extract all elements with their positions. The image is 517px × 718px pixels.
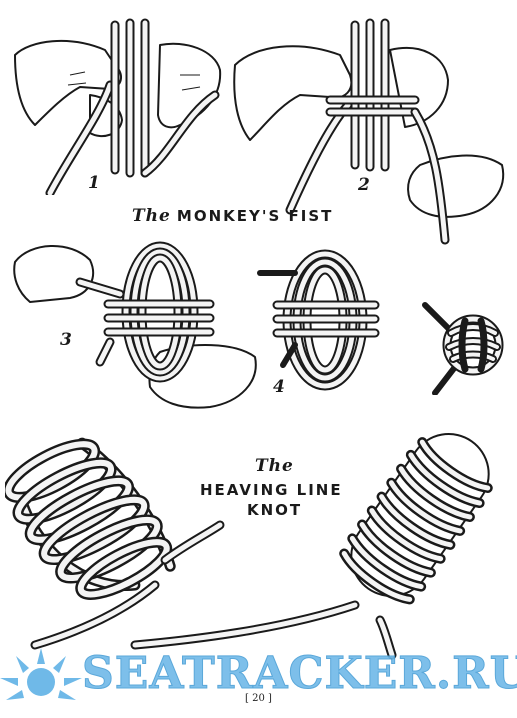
heaving-line-title-knot: KNOT	[247, 501, 303, 519]
step-number-3: 3	[60, 330, 72, 350]
finished-monkeys-fist-drawing	[422, 302, 504, 395]
heaving-line-finished-drawing	[130, 433, 493, 660]
heaving-line-title-prefix: The	[255, 456, 294, 476]
monkeys-fist-title-prefix: The	[132, 206, 171, 226]
figure-step-1-drawing	[14, 18, 222, 195]
monkeys-fist-title: The MONKEY'S FIST	[132, 206, 333, 226]
figure-step-2: 2	[230, 15, 510, 245]
figure-step-3-drawing	[13, 241, 257, 409]
watermark	[0, 642, 517, 702]
figure-finished-monkeys-fist	[415, 295, 510, 395]
watermark-text: SEATRACKER.RU	[81, 648, 517, 700]
figure-heaving-line-open	[5, 395, 235, 655]
figure-step-2-drawing	[233, 18, 505, 245]
heaving-line-title-main: HEAVING LINE	[200, 481, 343, 499]
figure-step-4: 4	[255, 245, 395, 405]
figure-step-4-drawing	[257, 249, 380, 391]
figure-step-3: 3	[10, 232, 265, 422]
monkeys-fist-title-main: MONKEY'S FIST	[176, 207, 334, 225]
figure-heaving-line-finished	[130, 405, 510, 665]
heaving-line-open-drawing	[5, 437, 225, 650]
heaving-line-title-line1: HEAVING LINE	[200, 480, 343, 499]
step-number-4: 4	[273, 377, 285, 397]
heaving-line-title-prefix-wrap: The	[255, 456, 294, 476]
page-number: [ 20 ]	[245, 693, 272, 704]
sun-logo-icon	[0, 648, 82, 700]
heaving-line-title-line2: KNOT	[247, 500, 302, 519]
figure-step-1: 1	[10, 15, 225, 195]
step-number-1: 1	[88, 173, 100, 193]
step-number-2: 2	[358, 175, 370, 195]
